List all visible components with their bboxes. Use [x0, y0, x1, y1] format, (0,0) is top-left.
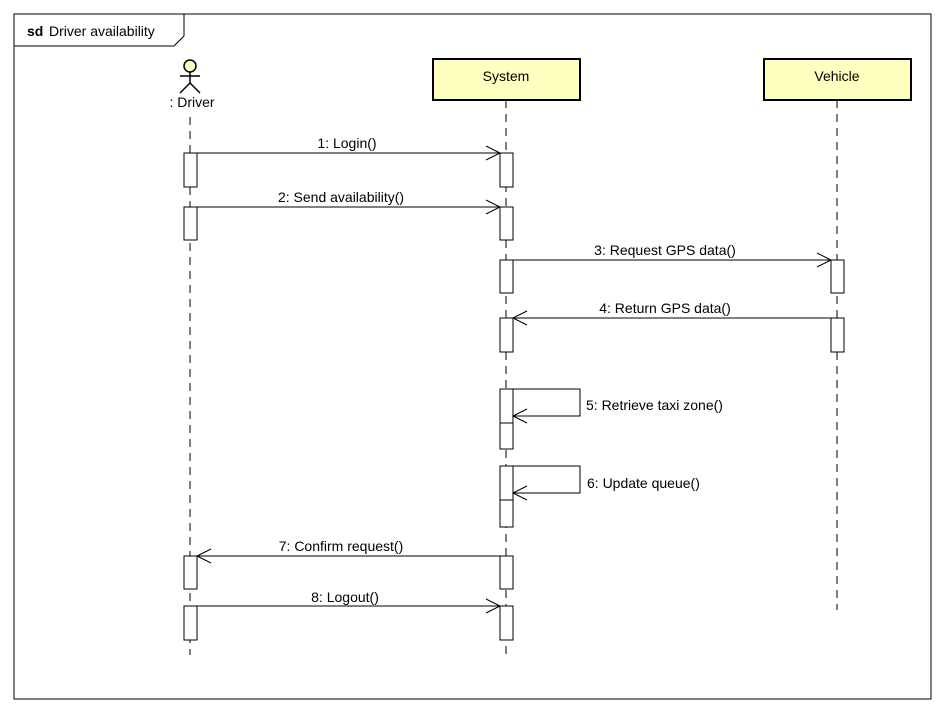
message-label: 5: Retrieve taxi zone(): [586, 397, 723, 413]
activation-system-4: [499, 317, 514, 353]
activation-system-1: [499, 152, 514, 188]
activation-vehicle-2: [830, 317, 845, 353]
activation-system-3: [499, 259, 514, 294]
activation-driver-2: [183, 206, 198, 241]
actor-head: [183, 59, 197, 73]
lifeline-head-vehicle: Vehicle: [763, 58, 912, 101]
activation-bars: [183, 152, 845, 641]
activation-driver-3: [183, 555, 198, 590]
message-7: 7: Confirm request(): [195, 538, 500, 564]
activation-system-6-nested: [499, 465, 514, 501]
frame-keyword: sd: [27, 23, 43, 39]
message-2: 2: Send availability(): [197, 189, 502, 215]
message-label: 6: Update queue(): [587, 475, 700, 491]
actor-label: : Driver: [169, 94, 214, 110]
activation-vehicle-1: [830, 259, 845, 294]
message-5: 5: Retrieve taxi zone(): [511, 388, 723, 424]
frame: sd Driver availability: [13, 13, 932, 700]
message-label: 4: Return GPS data(): [599, 300, 731, 316]
lifeline-label-vehicle: Vehicle: [814, 68, 859, 84]
message-6: 6: Update queue(): [511, 465, 700, 501]
message-label: 3: Request GPS data(): [594, 242, 736, 258]
activation-system-7: [499, 555, 514, 590]
activation-system-5-nested: [499, 388, 514, 424]
message-label: 7: Confirm request(): [279, 538, 403, 554]
message-label: 2: Send availability(): [278, 189, 404, 205]
message-label: 1: Login(): [317, 135, 376, 151]
lifeline-head-system: System: [432, 58, 581, 101]
activation-driver-1: [183, 152, 198, 188]
message-4: 4: Return GPS data(): [511, 300, 831, 326]
actor-driver: : Driver: [169, 59, 215, 110]
activation-driver-4: [183, 605, 198, 641]
activation-system-8: [499, 605, 514, 641]
message-8: 8: Logout(): [197, 589, 502, 614]
activation-system-2: [499, 206, 514, 241]
message-3: 3: Request GPS data(): [513, 242, 833, 268]
lifeline-label-system: System: [483, 68, 530, 84]
message-label: 8: Logout(): [311, 589, 379, 605]
frame-title: Driver availability: [49, 23, 155, 39]
message-1: 1: Login(): [197, 135, 502, 161]
